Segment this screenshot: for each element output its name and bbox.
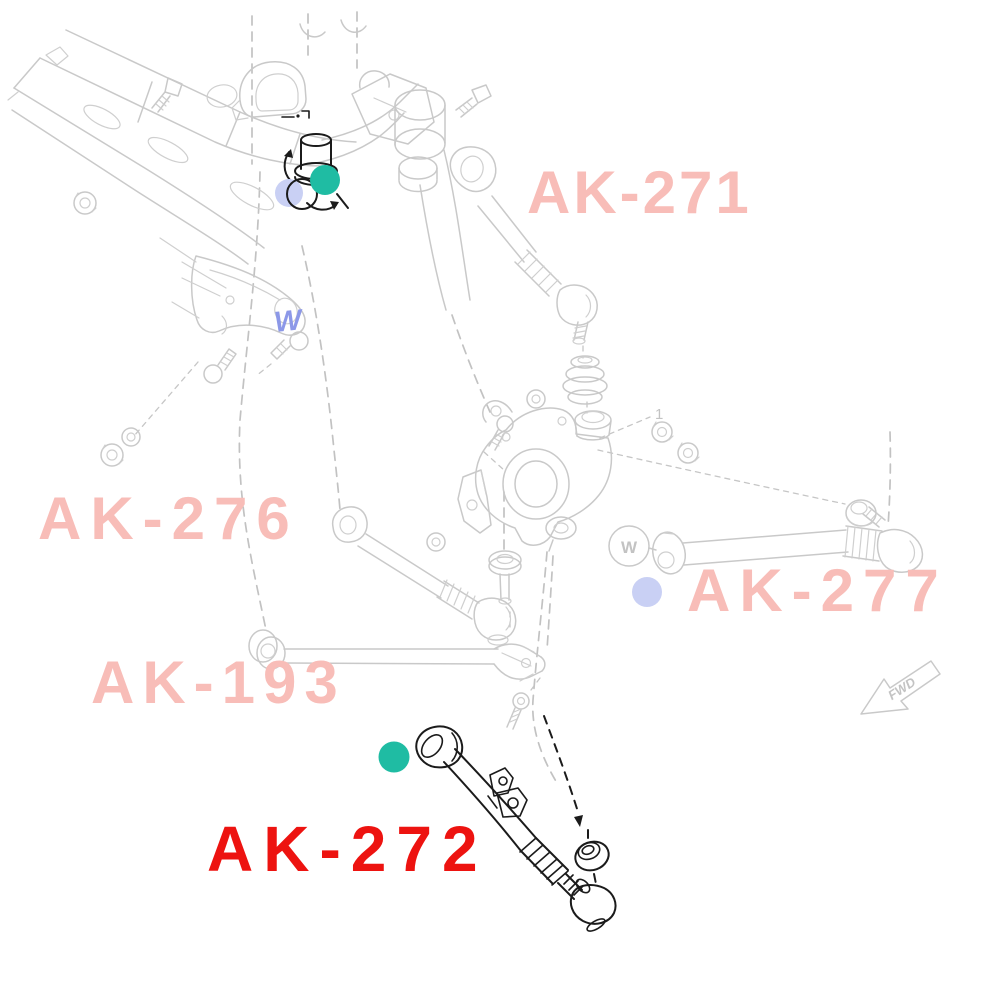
- washer-circle-symbol: [608, 525, 650, 567]
- part-label-ak277: AK-277: [687, 557, 948, 624]
- bolt-knuckle-left: [488, 415, 514, 451]
- fwd-arrow-text: FWD: [885, 674, 919, 703]
- fwd-arrow: FWD: [860, 660, 941, 715]
- cup-washer-ball-stud: [488, 550, 522, 605]
- arm-ak272-drawing-highlighted: [415, 715, 617, 932]
- nut-left-rail: [73, 191, 97, 215]
- part-label-ak272: AK-272: [207, 813, 488, 885]
- marker-dot-teal-top: [310, 165, 340, 195]
- arm-ak271-drawing: [449, 146, 608, 409]
- callout-number-1: 1: [655, 406, 663, 423]
- nuts-right-of-knuckle: [651, 421, 700, 464]
- bolt-top-left: [151, 77, 183, 113]
- nut-ak271: [526, 389, 546, 409]
- washer-mark-letter: W: [273, 304, 306, 339]
- knuckle-drawing: [457, 400, 700, 605]
- bolt-right-of-mount: [455, 84, 492, 118]
- dashed-reference-lines: [133, 11, 892, 784]
- bushing-ring-outline: [286, 178, 318, 210]
- arm-ak276-drawing: [331, 506, 517, 646]
- arm-ak277-drawing: W: [608, 499, 924, 575]
- part-label-ak276: AK-276: [38, 485, 299, 552]
- subframe-linework: [7, 19, 492, 467]
- washer-and-nut-bottom: [100, 427, 141, 467]
- part-label-ak271: AK-271: [527, 159, 752, 226]
- marker-dot-lavender-top: [275, 179, 303, 207]
- part-label-ak193: AK-193: [91, 649, 346, 716]
- washer-circle-letter: W: [621, 538, 638, 557]
- bolt-below-blob-right: [270, 331, 309, 360]
- marker-dot-teal-bottom: [378, 741, 410, 773]
- nut-ak276-side: [426, 532, 446, 552]
- bolt-below-blob-left: [203, 348, 237, 384]
- bolt-below-fork: [506, 692, 530, 730]
- arm-ak193-drawing: [248, 629, 546, 730]
- marker-dot-lavender-right: [632, 577, 662, 607]
